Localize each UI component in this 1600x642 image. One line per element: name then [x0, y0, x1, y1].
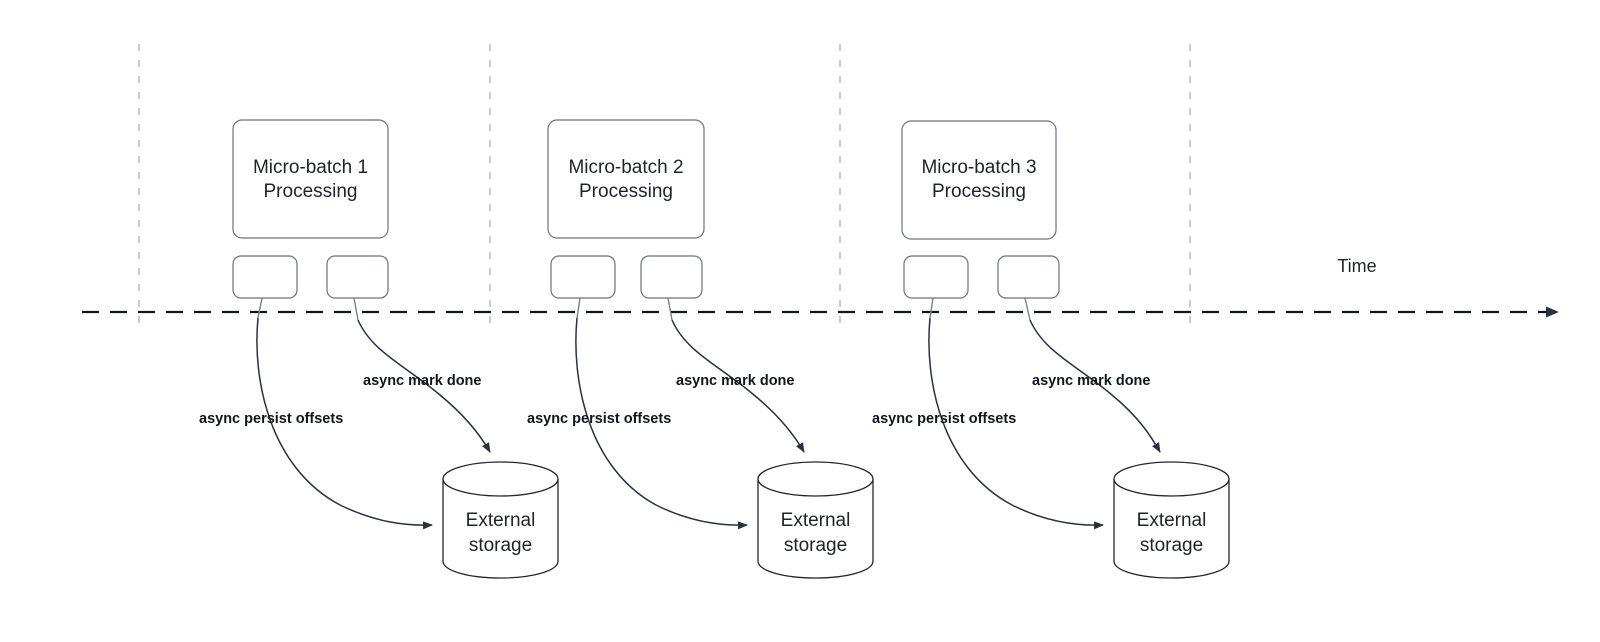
external-storage-2-label-line1: External — [781, 510, 851, 531]
persist-offsets-arrow-1 — [256, 317, 433, 530]
micro-batch-2-box[interactable]: Micro-batch 2 Processing — [547, 119, 705, 239]
mark-done-task-3[interactable] — [997, 255, 1060, 299]
persist-offsets-task-2[interactable] — [550, 255, 616, 299]
external-storage-1-label-line2: storage — [469, 535, 532, 556]
micro-batch-3-box[interactable]: Micro-batch 3 Processing — [901, 120, 1057, 240]
micro-batch-2-label-line2: Processing — [579, 181, 673, 202]
micro-batch-1-box[interactable]: Micro-batch 1 Processing — [232, 119, 389, 239]
external-storage-1-body[interactable] — [442, 479, 559, 579]
external-storage-2-top[interactable] — [757, 461, 874, 497]
external-storage-1[interactable]: External storage — [442, 461, 559, 579]
external-storage-3-top[interactable] — [1113, 461, 1230, 497]
time-axis-label: Time — [1337, 256, 1376, 276]
async-persist-offsets-label-2: async persist offsets — [527, 411, 671, 427]
external-storage-2[interactable]: External storage — [757, 461, 874, 579]
persist-stem-2 — [576, 297, 581, 319]
group-3: Micro-batch 3 Processing External storag… — [872, 120, 1230, 579]
external-storage-3-body[interactable] — [1113, 479, 1230, 579]
micro-batch-1-label-line2: Processing — [264, 181, 358, 202]
external-storage-1-label-line1: External — [466, 510, 536, 531]
external-storage-2-label-line2: storage — [784, 535, 847, 556]
persist-offsets-arrow-3 — [928, 317, 1104, 530]
persist-offsets-task-1[interactable] — [232, 255, 298, 299]
mark-done-stem-1 — [353, 297, 359, 321]
persist-stem-3 — [929, 297, 934, 319]
mark-done-task-1[interactable] — [326, 255, 389, 299]
external-storage-3-label-line1: External — [1137, 510, 1207, 531]
mark-done-task-2[interactable] — [640, 255, 703, 299]
mark-done-arrow-1 — [357, 319, 491, 453]
external-storage-2-body[interactable] — [757, 479, 874, 579]
mark-done-arrow-2 — [671, 319, 805, 453]
async-persist-offsets-label-3: async persist offsets — [872, 411, 1016, 427]
micro-batch-3-rect[interactable] — [901, 120, 1057, 240]
async-mark-done-label-2: async mark done — [676, 373, 794, 389]
micro-batch-3-label-line2: Processing — [932, 181, 1026, 202]
micro-batch-1-rect[interactable] — [232, 119, 389, 239]
micro-batch-2-label-line1: Micro-batch 2 — [568, 157, 683, 178]
persist-offsets-task-3[interactable] — [903, 255, 969, 299]
group-2: Micro-batch 2 Processing External storag… — [527, 119, 874, 579]
async-mark-done-label-1: async mark done — [363, 373, 481, 389]
micro-batch-3-label-line1: Micro-batch 3 — [921, 157, 1036, 178]
micro-batch-2-rect[interactable] — [547, 119, 705, 239]
timeline-axis: Time — [82, 256, 1559, 318]
persist-stem-1 — [257, 297, 263, 319]
external-storage-1-top[interactable] — [442, 461, 559, 497]
external-storage-3[interactable]: External storage — [1113, 461, 1230, 579]
async-persist-offsets-label-1: async persist offsets — [199, 411, 343, 427]
micro-batch-1-label-line1: Micro-batch 1 — [253, 157, 368, 178]
group-1: Micro-batch 1 Processing External storag… — [199, 119, 559, 579]
mark-done-stem-2 — [667, 297, 673, 321]
persist-offsets-arrow-2 — [575, 317, 748, 530]
external-storage-3-label-line2: storage — [1140, 535, 1203, 556]
async-mark-done-label-3: async mark done — [1032, 373, 1150, 389]
mark-done-stem-3 — [1024, 297, 1031, 321]
mark-done-arrow-3 — [1029, 319, 1161, 453]
